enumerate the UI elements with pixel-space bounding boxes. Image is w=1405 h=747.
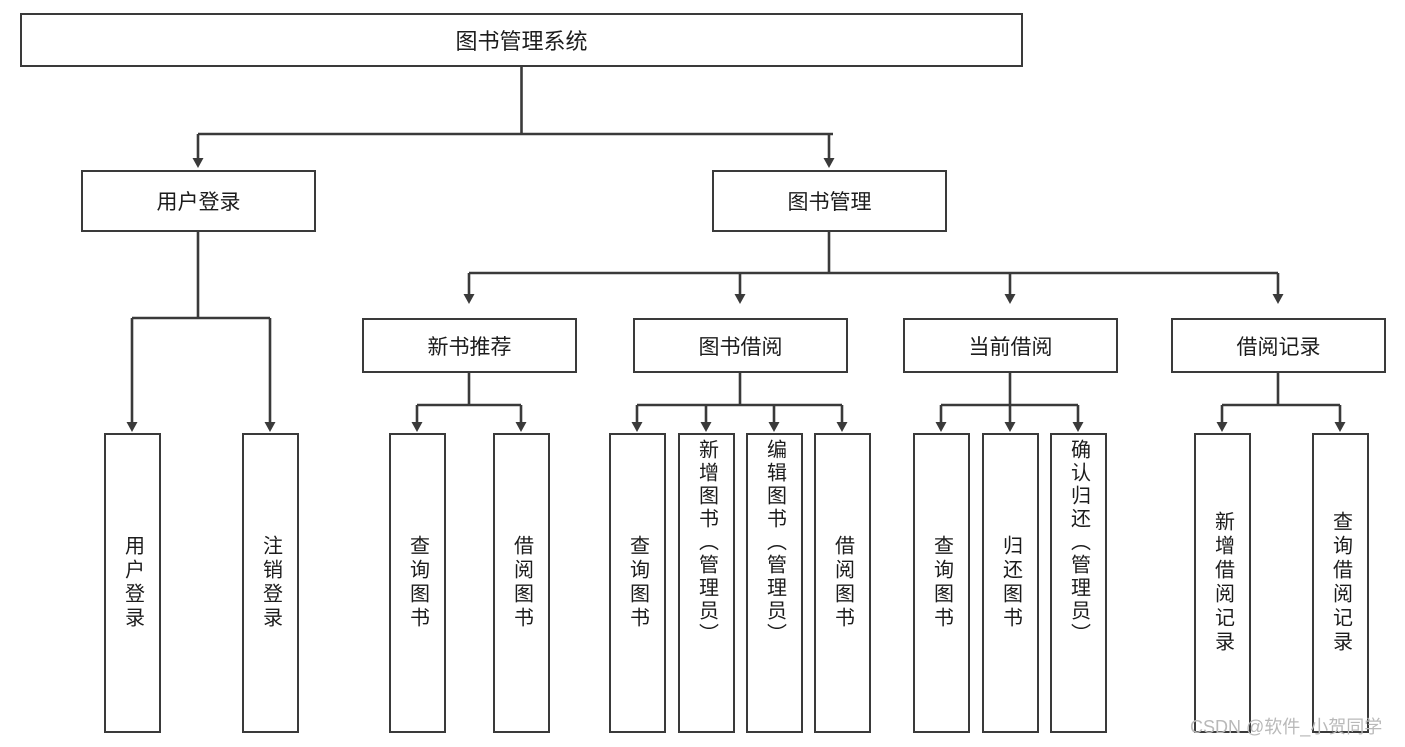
node-label: 归还图书 <box>999 535 1022 631</box>
leaf-recommend-query-book[interactable]: 查询图书 <box>389 433 446 733</box>
node-label: 图书管理 <box>787 191 872 214</box>
node-label: 编辑图书（管理员） <box>763 439 786 646</box>
node-label: 用户登录 <box>156 191 241 214</box>
node-root-system[interactable]: 图书管理系统 <box>20 13 1023 67</box>
node-book-borrow[interactable]: 图书借阅 <box>633 318 848 373</box>
node-label: 新增借阅记录 <box>1211 511 1234 655</box>
leaf-record-query-record[interactable]: 查询借阅记录 <box>1312 433 1369 733</box>
node-user-login[interactable]: 用户登录 <box>81 170 316 232</box>
node-label: 确认归还（管理员） <box>1067 439 1090 646</box>
leaf-borrow-add-book-admin[interactable]: 新增图书（管理员） <box>678 433 735 733</box>
node-label: 用户登录 <box>121 535 144 631</box>
node-borrow-record[interactable]: 借阅记录 <box>1171 318 1386 373</box>
node-label: 查询图书 <box>626 535 649 631</box>
node-label: 查询借阅记录 <box>1329 511 1352 655</box>
node-label: 图书借阅 <box>698 335 783 359</box>
node-new-book-recommend[interactable]: 新书推荐 <box>362 318 577 373</box>
node-current-borrow[interactable]: 当前借阅 <box>903 318 1118 373</box>
leaf-borrow-borrow-book[interactable]: 借阅图书 <box>814 433 871 733</box>
csdn-watermark: CSDN @软件_小贺同学 <box>1190 717 1383 737</box>
node-label: 查询图书 <box>406 535 429 631</box>
leaf-user-login-signout[interactable]: 注销登录 <box>242 433 299 733</box>
node-label: 当前借阅 <box>968 335 1053 359</box>
node-label: 注销登录 <box>259 535 282 631</box>
leaf-current-confirm-return-admin[interactable]: 确认归还（管理员） <box>1050 433 1107 733</box>
leaf-current-query-book[interactable]: 查询图书 <box>913 433 970 733</box>
leaf-borrow-edit-book-admin[interactable]: 编辑图书（管理员） <box>746 433 803 733</box>
leaf-user-login-signin[interactable]: 用户登录 <box>104 433 161 733</box>
node-label: 借阅图书 <box>510 535 533 631</box>
node-label: 查询图书 <box>930 535 953 631</box>
node-label: 新书推荐 <box>427 335 512 359</box>
node-book-management[interactable]: 图书管理 <box>712 170 947 232</box>
node-label: 新增图书（管理员） <box>695 439 718 646</box>
node-label: 图书管理系统 <box>455 29 588 54</box>
node-label: 借阅记录 <box>1236 335 1321 359</box>
leaf-record-add-record[interactable]: 新增借阅记录 <box>1194 433 1251 733</box>
leaf-recommend-borrow-book[interactable]: 借阅图书 <box>493 433 550 733</box>
leaf-current-return-book[interactable]: 归还图书 <box>982 433 1039 733</box>
node-label: 借阅图书 <box>831 535 854 631</box>
leaf-borrow-query-book[interactable]: 查询图书 <box>609 433 666 733</box>
